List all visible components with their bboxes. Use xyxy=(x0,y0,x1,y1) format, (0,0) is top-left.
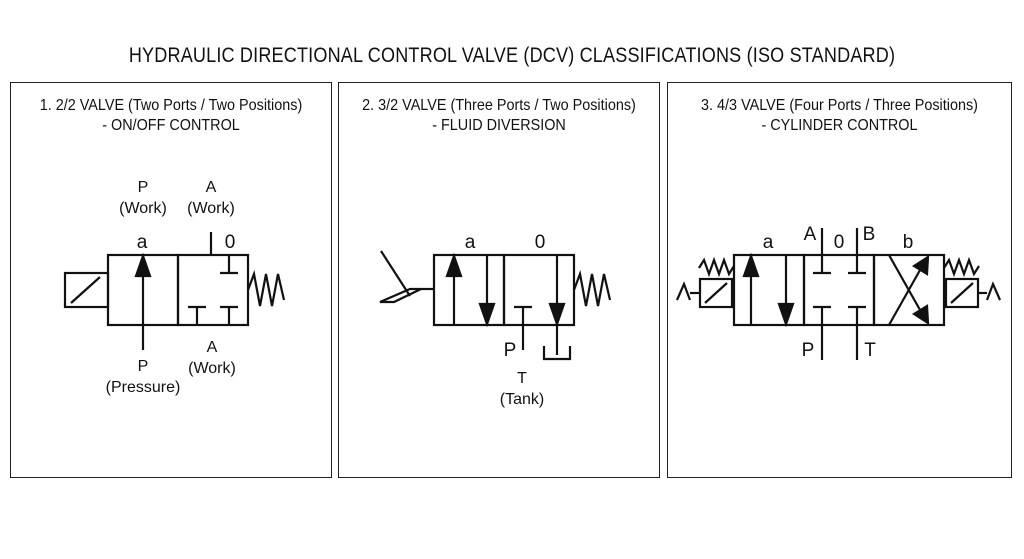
right-spring xyxy=(943,256,980,278)
panel-heading: 1. 2/2 VALVE (Two Ports / Two Positions)… xyxy=(11,96,331,136)
position-0-box xyxy=(176,253,250,327)
flow-arrowhead-down-0 xyxy=(548,302,566,328)
valve-3-2-symbol xyxy=(379,250,612,361)
label-p-bottom-sub: (Pressure) xyxy=(106,379,181,396)
label-p-top-sub: (Work) xyxy=(119,200,167,217)
panel-heading: 3. 4/3 VALVE (Four Ports / Three Positio… xyxy=(668,96,1011,136)
label-a-top: A xyxy=(206,179,217,196)
position-b-box xyxy=(872,253,946,327)
cross-arrowhead-1 xyxy=(911,304,930,326)
position-a-box xyxy=(732,253,806,327)
cross-arrowhead-2 xyxy=(911,254,930,276)
label-t-sub: (Tank) xyxy=(500,391,544,408)
label-port-b: B xyxy=(863,224,876,245)
flow-arrowhead-down xyxy=(478,302,496,328)
left-solenoid xyxy=(698,277,734,309)
label-p-bottom: P xyxy=(138,358,149,375)
position-label-0: 0 xyxy=(834,232,845,253)
cross-arrow-1 xyxy=(888,254,925,318)
label-port-t: T xyxy=(864,340,876,361)
lever-handle xyxy=(380,250,411,297)
left-spring xyxy=(698,256,735,278)
panel-title: 2. 3/2 VALVE (Three Ports / Two Position… xyxy=(362,97,636,114)
return-spring xyxy=(572,269,612,307)
panel-subtitle: - ON/OFF CONTROL xyxy=(102,117,240,134)
position-label-a: a xyxy=(137,232,148,253)
valve-2-2-labels: P (Work) A (Work) a 0 P (Pressure) A (Wo… xyxy=(106,179,236,396)
solenoid-coil-line xyxy=(70,276,101,304)
right-wave xyxy=(985,281,1002,301)
valve-4-3-symbol xyxy=(675,228,1002,360)
label-port-a: A xyxy=(804,224,817,245)
flow-arrowhead-down xyxy=(777,302,795,328)
position-a-box xyxy=(432,253,506,327)
left-solenoid-coil-line xyxy=(704,282,728,304)
left-wave xyxy=(675,281,692,301)
valve-2-2-symbol xyxy=(63,232,286,350)
label-a-bottom-sub: (Work) xyxy=(188,360,236,377)
label-port-p: P xyxy=(802,340,815,361)
cross-arrow-2 xyxy=(888,262,925,326)
flow-arrowhead-up xyxy=(445,252,463,278)
panel-subtitle: - FLUID DIVERSION xyxy=(432,117,566,134)
label-a-bottom: A xyxy=(207,339,218,356)
label-a-top-sub: (Work) xyxy=(187,200,235,217)
return-spring xyxy=(246,269,286,307)
position-label-a: a xyxy=(763,232,774,253)
flow-arrowhead xyxy=(134,252,152,278)
panel-title: 3. 4/3 VALVE (Four Ports / Three Positio… xyxy=(701,97,978,114)
label-t: T xyxy=(517,370,527,387)
panel-subtitle: - CYLINDER CONTROL xyxy=(761,117,918,134)
panel-heading: 2. 3/2 VALVE (Three Ports / Two Position… xyxy=(339,96,659,136)
position-0-box xyxy=(802,253,876,327)
lever-pivot xyxy=(379,287,422,304)
valve-4-3-labels: a A 0 B b P T xyxy=(763,224,914,361)
panel-title: 1. 2/2 VALVE (Two Ports / Two Positions) xyxy=(39,97,303,114)
label-p-top: P xyxy=(138,179,149,196)
position-label-0: 0 xyxy=(225,232,236,253)
position-0-box xyxy=(502,253,576,327)
right-solenoid-coil-line xyxy=(950,282,974,304)
diagram-title: HYDRAULIC DIRECTIONAL CONTROL VALVE (DCV… xyxy=(128,44,896,67)
valve-3-2-labels: a 0 P T (Tank) xyxy=(465,232,546,408)
position-label-b: b xyxy=(903,232,914,253)
flow-arrowhead-up xyxy=(742,252,760,278)
position-label-a: a xyxy=(465,232,476,253)
label-p: P xyxy=(504,340,517,361)
tank-symbol xyxy=(542,346,572,361)
position-label-0: 0 xyxy=(535,232,546,253)
